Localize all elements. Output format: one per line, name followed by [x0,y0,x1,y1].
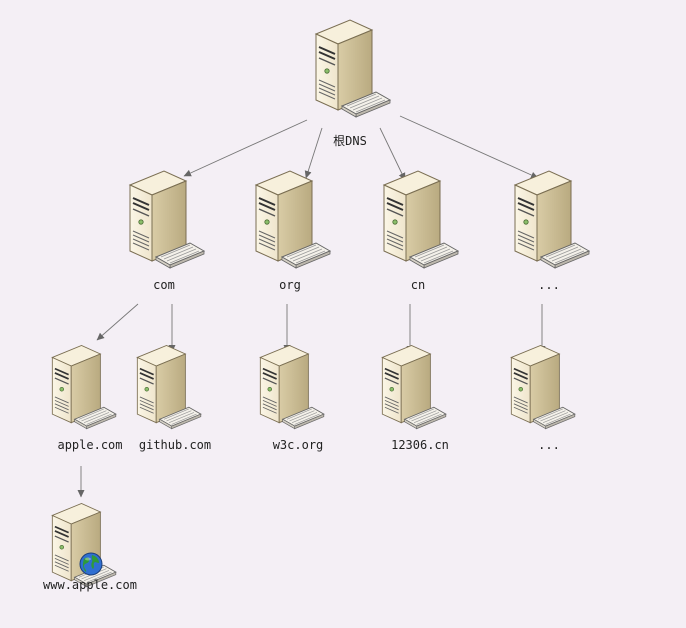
node-label: 12306.cn [391,438,449,452]
server-icon [104,165,224,279]
edge-root-to-com [183,119,308,177]
edge-layer [77,115,546,498]
dns-hierarchy-diagram: 根DNS com [30,14,609,592]
node-label: www.apple.com [43,578,137,592]
node-label: apple.com [57,438,123,452]
server-icon [115,340,218,439]
node-cn: cn [358,165,478,295]
server-icon [230,165,350,279]
node-github-com: github.com [115,340,235,470]
node-label: w3c.org [272,438,324,452]
node-org: org [230,165,350,295]
edge-com-to-apple [96,303,139,341]
server-icon [358,165,478,279]
node-label: org [279,278,301,292]
server-icon [290,14,410,128]
node-www-apple-com: www.apple.com [30,498,150,628]
node-label: 根DNS [333,134,367,148]
server-icon [489,165,609,279]
node-root-dns: 根DNS [290,14,410,148]
node-com: com [104,165,224,295]
node-label: cn [410,278,426,292]
node-other-tld: ... [489,165,609,295]
node-w3c-org: w3c.org [238,340,358,470]
node-label: com [153,278,175,292]
server-icon [360,340,463,439]
node-other-second-level: ... [489,340,609,470]
server-icon [238,340,341,439]
server-icon [30,340,133,439]
node-12306-cn: 12306.cn [360,340,480,470]
edge-root-to-org [304,127,323,179]
node-label: ... [538,278,560,292]
node-apple-com: apple.com [30,340,150,470]
node-label: ... [538,438,560,452]
server-icon [489,340,592,439]
node-label: github.com [138,438,212,452]
edge-root-to-cn [379,127,406,181]
edge-root-to-other_tld [399,115,539,179]
globe-icon [78,551,104,581]
